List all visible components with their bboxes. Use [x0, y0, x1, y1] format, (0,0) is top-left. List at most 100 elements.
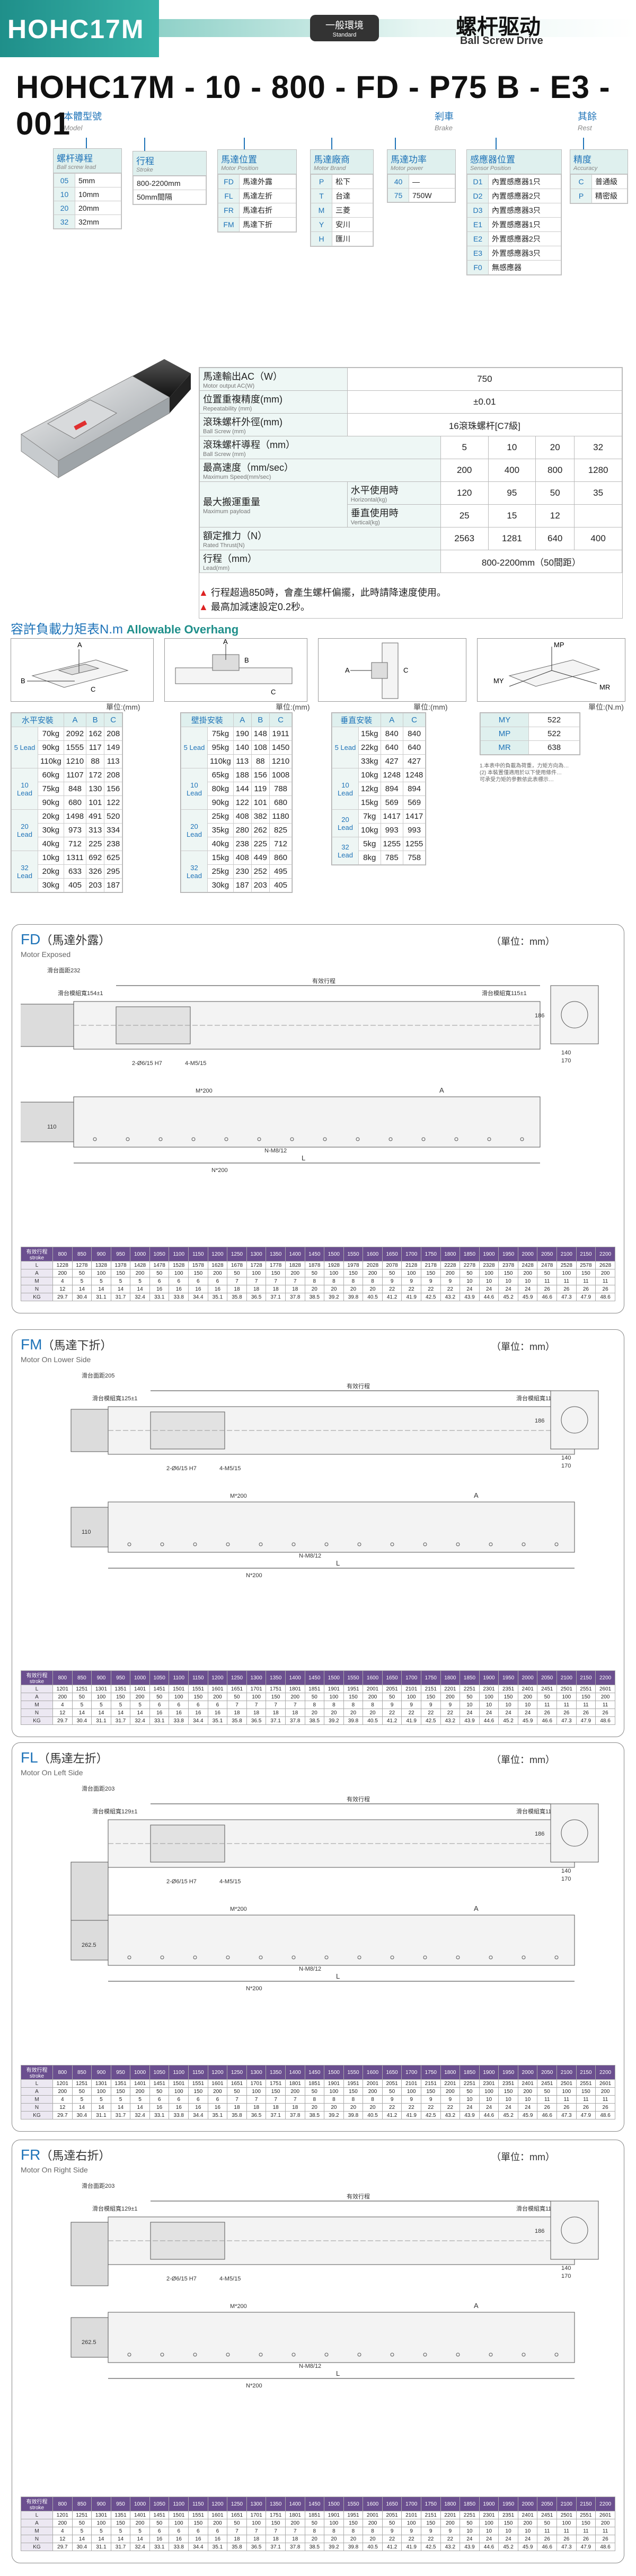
standard-badge: 一般環境 Standard [310, 15, 379, 41]
dimension-cell: 26 [576, 1285, 596, 1293]
product-image [21, 359, 191, 478]
motor-body-bottom [70, 2317, 109, 2358]
dimension-cell: 1550 [343, 1670, 364, 1685]
dim-label-m8: N-M8/12 [264, 1148, 287, 1154]
mount-hole [522, 2353, 526, 2357]
dimension-cell: 9 [382, 2527, 402, 2535]
dimension-cell: 50 [304, 1693, 325, 1701]
code-cell: 精密級 [591, 189, 628, 203]
dimension-cell: 1050 [149, 2065, 170, 2080]
dimension-cell: 2301 [479, 2079, 499, 2088]
dimension-cell: 10 [460, 2095, 480, 2104]
dimension-cell: 6 [169, 1277, 189, 1285]
dimension-cell: 7 [227, 2527, 247, 2535]
motor-body-bottom [21, 1102, 74, 1142]
dimension-cell: 850 [72, 2497, 92, 2511]
dimension-cell: 2150 [576, 1670, 596, 1685]
dim-label-bolt: 滑台模組寬125±1 [92, 1394, 138, 1402]
overhang-cell: 680 [63, 795, 87, 810]
dimension-cell: 22 [382, 1709, 402, 1717]
mount-hole [126, 1137, 130, 1141]
dimension-cell: 1850 [460, 2065, 480, 2080]
overhang-cell: 680 [269, 795, 293, 810]
dimension-row-label: A [21, 1693, 53, 1701]
spec-note-2: ▲ 最高加減速設定0.2秒。 [199, 602, 310, 612]
dimension-cell: 1478 [149, 1261, 170, 1269]
dimension-cell: 2501 [556, 2511, 577, 2519]
dimension-cell: 37.8 [285, 1293, 305, 1301]
dimension-row-label: M [21, 1277, 53, 1285]
overhang-cell: 894 [402, 782, 426, 796]
dimension-cell: 22 [401, 1285, 421, 1293]
overhang-cell: 1248 [380, 768, 403, 782]
dimension-cell: 10 [479, 2095, 499, 2104]
mount-hole [226, 1955, 230, 1960]
dimension-cell: 9 [401, 2527, 421, 2535]
dimension-cell: 11 [537, 2095, 558, 2104]
dim-label-bolt: 滑台模組寬129±1 [92, 1808, 138, 1815]
dimension-cell: 1750 [420, 1670, 441, 1685]
dimension-cell: 34.4 [188, 2111, 208, 2119]
end-view [550, 1803, 599, 1863]
dimension-cell: 100 [479, 1269, 499, 1277]
dim-label-h1: 262.5 [82, 2339, 96, 2346]
actuator-bottom-view [108, 2312, 575, 2363]
dimension-cell: 2200 [595, 2497, 615, 2511]
overhang-lead-cell: 32 Lead [332, 837, 359, 865]
code-row: 50mm間隔 [133, 190, 206, 204]
overhang-cell: 840 [380, 727, 403, 741]
dim-label-a: A [439, 1086, 444, 1094]
spec-cell: 1280 [574, 459, 622, 482]
overhang-cell: 10kg [38, 851, 64, 865]
dimension-cell: 50 [72, 1269, 92, 1277]
motor-body [70, 2222, 109, 2286]
dimension-cell: 1300 [246, 2497, 267, 2511]
dimension-cell: 4 [52, 1277, 73, 1285]
code-cell: 無感應器 [488, 260, 561, 275]
dimension-cell: 2378 [498, 1261, 518, 1269]
code-cell: 馬達左折 [239, 189, 296, 203]
dimension-cell: 39.2 [324, 2543, 344, 2551]
dimension-cell: 950 [110, 2065, 131, 2080]
mount-hole [456, 1542, 460, 1546]
dimension-cell: 45.9 [517, 2543, 538, 2551]
mount-hole [390, 2353, 394, 2357]
dimension-cell: 150 [420, 2519, 441, 2527]
dimension-cell: 150 [266, 2519, 286, 2527]
dimension-cell: 200 [363, 2519, 383, 2527]
dim-label-side: 滑台模組寬113±1 [516, 1394, 561, 1402]
dimension-cell: 41.9 [401, 1293, 421, 1301]
dimension-cell: 36.5 [246, 1716, 267, 1725]
dimension-cell: 5 [72, 1701, 92, 1709]
mount-hole [520, 1137, 524, 1141]
dimension-cell: 37.8 [285, 1716, 305, 1725]
dimension-cell: 1528 [169, 1261, 189, 1269]
overhang-cell: 712 [63, 837, 87, 851]
overhang-cell: 1248 [402, 768, 426, 782]
dimension-cell: 50 [149, 2087, 170, 2096]
dimension-cell: 6 [169, 1701, 189, 1709]
dimension-cell: 200 [207, 2087, 228, 2096]
dimension-row-label: L [21, 2079, 53, 2088]
dimension-cell: 2150 [576, 2065, 596, 2080]
dimension-cell: 29.7 [52, 2543, 73, 2551]
dimension-cell: 1900 [479, 1670, 499, 1685]
dimension-cell: 50 [149, 2519, 170, 2527]
overhang-cell: 156 [251, 768, 270, 782]
spec-rated-thrust-label: 額定推力（N）Rated Thrust(N) [199, 527, 441, 550]
dimension-cell: 45.9 [517, 1293, 538, 1301]
dimension-cell: 2100 [556, 2497, 577, 2511]
dimension-cell: 1350 [266, 1247, 286, 1262]
spec-repeatability-label: 位置重複精度(mm)Repeatability (mm) [199, 390, 348, 414]
